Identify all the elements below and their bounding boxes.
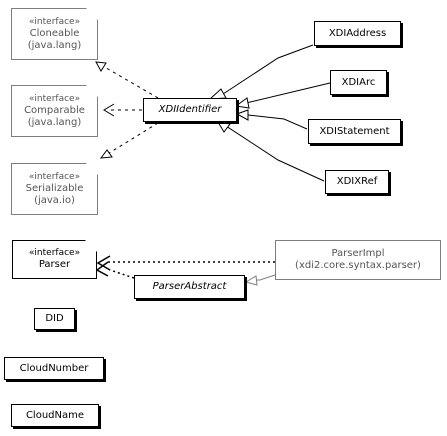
parser-stereotype: «interface» bbox=[28, 248, 81, 258]
realization-parser-arrow-2 bbox=[95, 261, 109, 277]
generalization-xdixref-arrow bbox=[217, 121, 231, 133]
class-parser-abstract[interactable]: ParserAbstract bbox=[134, 275, 245, 299]
did-name: DID bbox=[45, 313, 64, 324]
cloud-number-name: CloudNumber bbox=[19, 362, 89, 374]
class-xdi-arc[interactable]: XDIArc bbox=[330, 70, 387, 95]
xdi-address-name: XDIAddress bbox=[328, 27, 387, 39]
realization-parser-arrow-1 bbox=[96, 255, 111, 271]
cloneable-package: (java.lang) bbox=[27, 39, 82, 51]
generalization-xdistatement bbox=[247, 114, 308, 130]
realization-comparable-arrow bbox=[103, 103, 115, 117]
generalization-parserimpl bbox=[256, 274, 276, 281]
serializable-name: Serializable bbox=[25, 182, 84, 194]
class-xdi-address[interactable]: XDIAddress bbox=[314, 21, 401, 46]
generalization-xdistatement-arrow bbox=[235, 109, 249, 121]
parser-impl-package: (xdi2.core.syntax.parser) bbox=[295, 260, 421, 271]
class-xdi-statement[interactable]: XDIStatement bbox=[308, 119, 401, 144]
realization-cloneable bbox=[95, 61, 159, 99]
xdi-arc-name: XDIArc bbox=[341, 76, 376, 88]
generalization-parserimpl-arrow bbox=[244, 275, 258, 286]
comparable-stereotype: «interface» bbox=[28, 93, 81, 104]
parser-name: Parser bbox=[38, 259, 71, 270]
xdi-identifier-name: XDIIdentifier bbox=[158, 104, 222, 115]
serializable-stereotype: «interface» bbox=[28, 171, 81, 182]
interface-comparable[interactable]: «interface» Comparable (java.lang) bbox=[11, 85, 98, 137]
cloneable-stereotype: «interface» bbox=[28, 16, 81, 27]
class-did[interactable]: DID bbox=[34, 308, 75, 330]
generalization-xdiarc-arrow bbox=[234, 97, 250, 109]
cloneable-name: Cloneable bbox=[29, 27, 80, 39]
xdi-statement-name: XDIStatement bbox=[319, 125, 390, 137]
parser-impl-name: ParserImpl bbox=[331, 248, 385, 259]
class-cloud-name[interactable]: CloudName bbox=[11, 404, 99, 427]
realization-cloneable-arrow bbox=[95, 61, 107, 72]
realization-serializable-arrow bbox=[99, 149, 113, 159]
comparable-name: Comparable bbox=[24, 104, 85, 116]
class-xdi-identifier[interactable]: XDIIdentifier bbox=[143, 98, 237, 122]
generalization-xdiarc bbox=[245, 82, 331, 104]
generalization-xdiaddress bbox=[219, 44, 314, 97]
serializable-package: (java.io) bbox=[34, 194, 75, 206]
interface-cloneable[interactable]: «interface» Cloneable (java.lang) bbox=[11, 8, 98, 60]
realization-parserabstract bbox=[109, 269, 135, 279]
class-parser-impl[interactable]: ParserImpl (xdi2.core.syntax.parser) bbox=[275, 240, 441, 280]
generalization-xdixref bbox=[225, 125, 325, 182]
class-xdi-xref[interactable]: XDIXRef bbox=[325, 170, 389, 194]
parser-abstract-name: ParserAbstract bbox=[152, 281, 227, 292]
comparable-package: (java.lang) bbox=[27, 116, 82, 128]
class-cloud-number[interactable]: CloudNumber bbox=[4, 357, 104, 380]
cloud-name-name: CloudName bbox=[25, 409, 85, 421]
xdi-xref-name: XDIXRef bbox=[336, 176, 378, 187]
interface-parser[interactable]: «interface» Parser bbox=[12, 240, 97, 279]
interface-serializable[interactable]: «interface» Serializable (java.io) bbox=[11, 163, 98, 215]
